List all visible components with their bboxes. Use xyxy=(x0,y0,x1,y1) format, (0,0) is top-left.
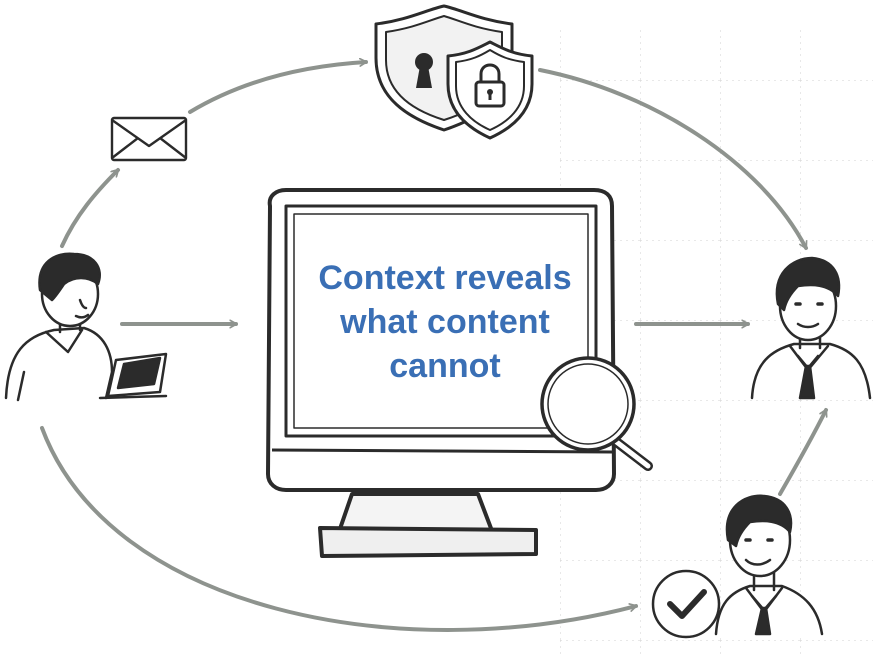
reviewer-person xyxy=(714,494,824,636)
caption-line-1: Context reveals xyxy=(318,259,572,297)
arrow-sender-to-approval xyxy=(40,426,638,632)
magnifying-glass-icon xyxy=(540,356,653,471)
envelope-icon xyxy=(110,116,188,162)
sender-person xyxy=(4,252,168,402)
flow-arrows xyxy=(40,62,828,632)
caption-line-3: cannot xyxy=(389,347,501,385)
receiver-person xyxy=(750,256,872,400)
arrow-email-to-security xyxy=(188,62,368,114)
arrow-security-to-receiver xyxy=(538,68,808,250)
shield-lock-icon xyxy=(374,4,534,140)
arrow-sender-to-email xyxy=(60,168,120,248)
monitor xyxy=(266,188,616,558)
checkmark-icon xyxy=(651,569,721,639)
caption-line-2: what content xyxy=(340,303,550,341)
arrow-reviewer-to-receiver xyxy=(778,408,828,496)
monitor-caption: Context reveals what content cannot xyxy=(290,256,600,388)
